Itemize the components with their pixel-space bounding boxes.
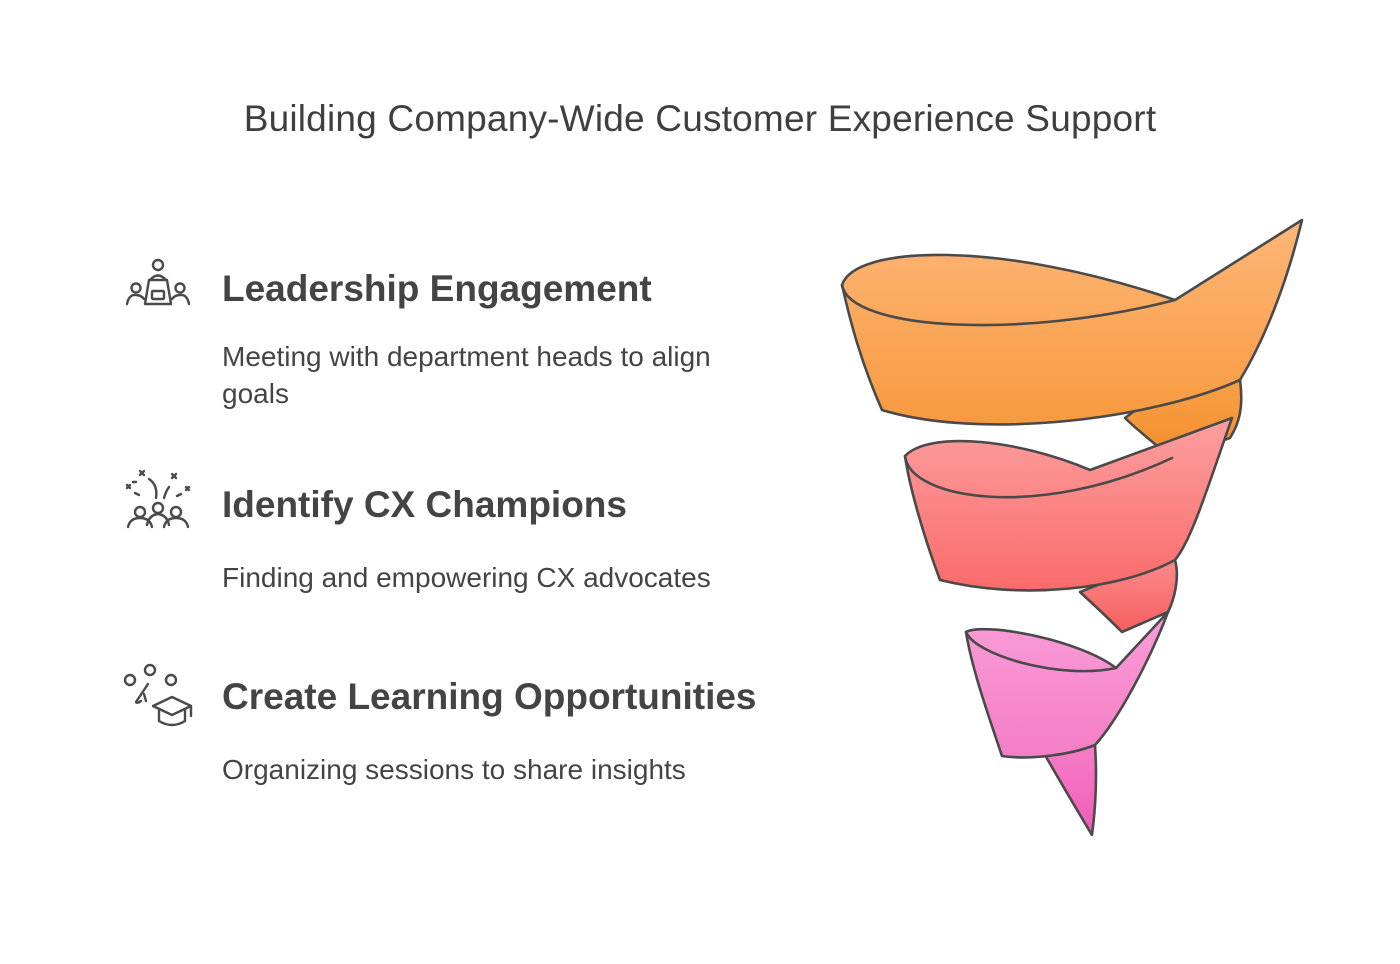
leadership-meeting-icon — [120, 252, 196, 328]
step-description: Finding and empowering CX advocates — [222, 562, 711, 593]
step-description: Organizing sessions to share insights — [222, 754, 686, 785]
step-description: Meeting with department heads to align g… — [222, 341, 711, 409]
spiral-band-3 — [964, 610, 1170, 759]
champions-celebration-icon — [120, 468, 196, 544]
spiral-band-1 — [840, 218, 1304, 426]
step-title: Identify CX Champions — [222, 484, 627, 525]
step-title: Leadership Engagement — [222, 268, 652, 309]
spiral-tail — [1043, 743, 1098, 837]
spiral-band-2 — [903, 416, 1234, 592]
step-title: Create Learning Opportunities — [222, 676, 757, 717]
page-title: Building Company-Wide Customer Experienc… — [243, 98, 1157, 139]
graduation-learning-icon — [120, 660, 196, 736]
spiral-funnel-illustration — [820, 200, 1320, 850]
